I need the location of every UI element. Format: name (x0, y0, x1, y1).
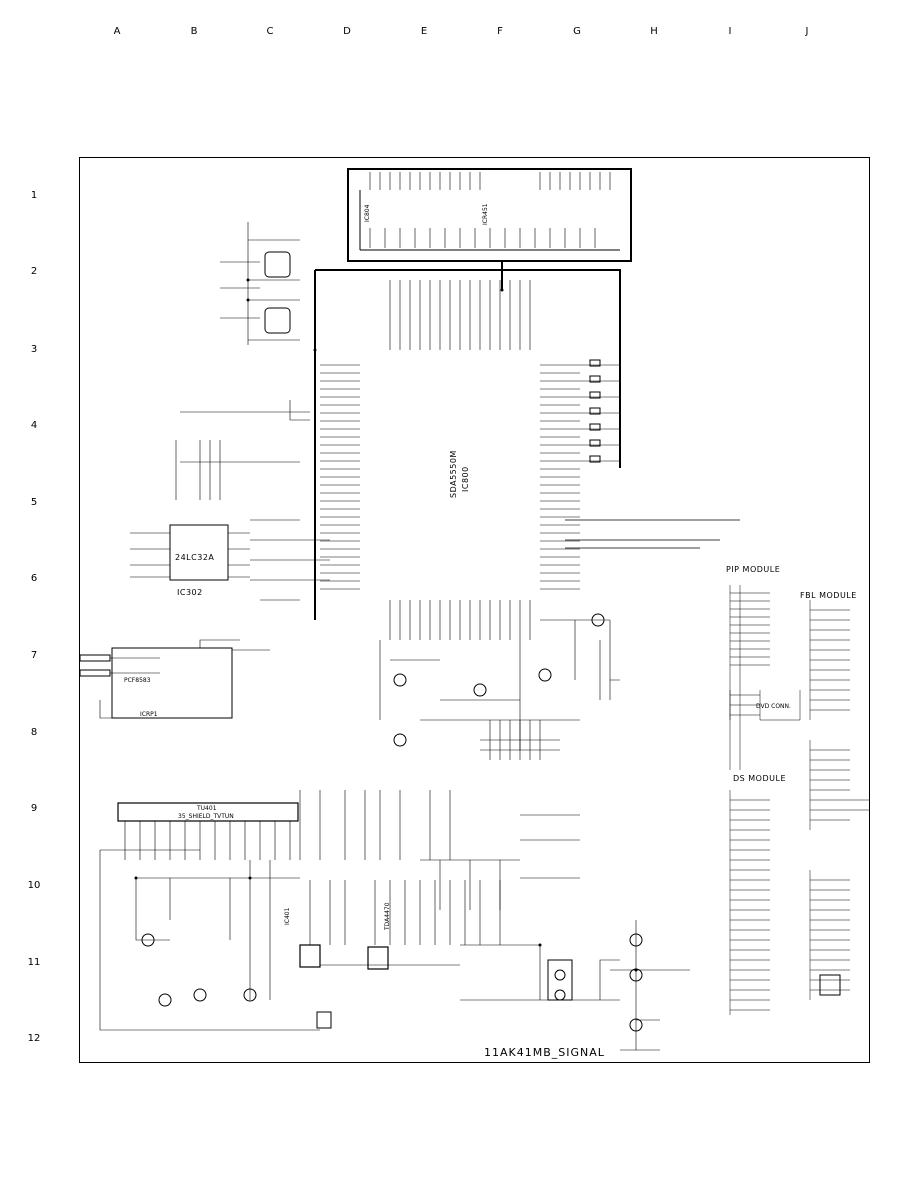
rtc-name-label: PCF8583 (124, 677, 151, 684)
grid-col-h: H (650, 26, 658, 37)
grid-row-1: 1 (30, 190, 38, 201)
tuner-desc-label: 35_SHIELD_TVTUN (178, 813, 234, 820)
grid-row-2: 2 (30, 266, 38, 277)
grid-row-11: 11 (27, 957, 41, 968)
main-ic-outline (314, 269, 621, 620)
decoder-name-label: ICR451 (482, 203, 489, 225)
schematic-frame (79, 157, 870, 1063)
grid-row-9: 9 (30, 803, 38, 814)
grid-col-d: D (343, 26, 351, 37)
grid-col-e: E (420, 26, 428, 37)
decoder-ref-label: IC804 (364, 204, 371, 222)
eeprom-body (169, 524, 229, 581)
fbl-module-label: FBL MODULE (800, 591, 857, 600)
mcu-name-label: SDA5550M (449, 450, 458, 498)
grid-row-8: 8 (30, 727, 38, 738)
grid-row-12: 12 (27, 1033, 41, 1044)
decoder-ic-body (347, 168, 632, 262)
grid-row-6: 6 (30, 573, 38, 584)
grid-col-f: F (497, 26, 503, 37)
pip-module-label: PIP MODULE (726, 565, 781, 574)
grid-row-4: 4 (30, 420, 38, 431)
grid-col-a: A (113, 26, 121, 37)
grid-row-3: 3 (30, 344, 38, 355)
mcu-ref-label: IC800 (461, 466, 470, 492)
sheet-title: 11AK41MB_SIGNAL (484, 1046, 605, 1059)
eeprom-name-label: 24LC32A (175, 553, 215, 562)
dvd-conn-label: DVD CONN. (756, 703, 791, 710)
grid-col-j: J (805, 26, 809, 37)
grid-col-g: G (573, 26, 581, 37)
ds-module-label: DS MODULE (733, 774, 787, 783)
grid-row-10: 10 (27, 880, 41, 891)
rtc-ref-label: ICRP1 (140, 711, 158, 718)
grid-col-b: B (190, 26, 198, 37)
eeprom-ref-label: IC302 (177, 588, 203, 597)
if-ic-label: TDA4470 (384, 902, 391, 930)
grid-col-c: C (266, 26, 274, 37)
saw-ref-label: IC401 (284, 907, 291, 925)
grid-col-i: I (728, 26, 732, 37)
grid-row-7: 7 (30, 650, 38, 661)
tuner-body (117, 802, 299, 822)
grid-row-5: 5 (30, 497, 38, 508)
tuner-name-label: TU401 (197, 805, 217, 812)
